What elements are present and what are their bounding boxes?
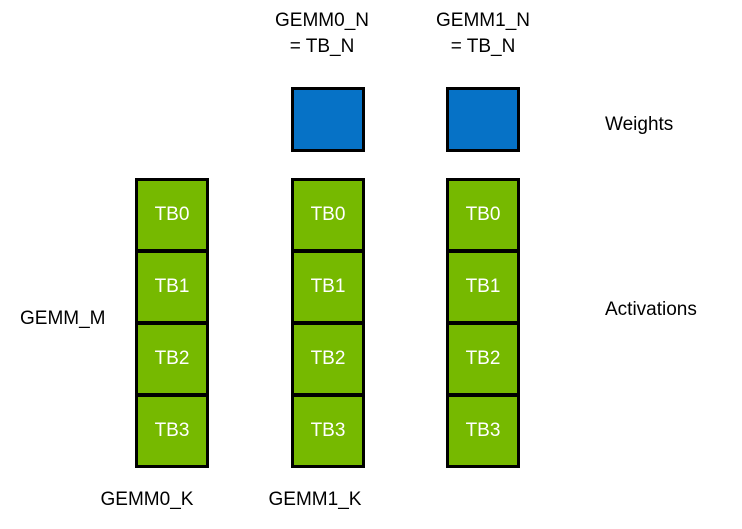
tb-cell: TB1: [135, 250, 209, 324]
tb-cell: TB0: [446, 178, 520, 252]
activations-column-gemm0: TB0 TB1 TB2 TB3: [291, 178, 365, 468]
gemm1-n-label-line2: = TB_N: [450, 36, 516, 57]
tb-cell: TB1: [291, 250, 365, 324]
gemm1-weights-box: [446, 87, 520, 152]
tb-cell: TB2: [135, 322, 209, 396]
weights-label: Weights: [605, 114, 674, 135]
tb-cell: TB3: [291, 394, 365, 468]
gemm1-k-label: GEMM1_K: [268, 489, 362, 510]
tb-cell: TB2: [446, 322, 520, 396]
tb-cell: TB2: [291, 322, 365, 396]
tb-cell: TB3: [446, 394, 520, 468]
gemm1-n-label-line1: GEMM1_N: [436, 10, 530, 31]
gemm0-n-label-line1: GEMM0_N: [275, 10, 369, 31]
gemm0-n-label: GEMM0_N = TB_N: [252, 8, 392, 60]
activations-label: Activations: [605, 299, 697, 320]
gemm0-k-label: GEMM0_K: [100, 489, 194, 510]
tb-cell: TB0: [291, 178, 365, 252]
tb-cell: TB1: [446, 250, 520, 324]
tb-cell: TB0: [135, 178, 209, 252]
gemm0-n-label-line2: = TB_N: [289, 36, 355, 57]
gemm1-n-label: GEMM1_N = TB_N: [413, 8, 553, 60]
activations-column-gemm-m: TB0 TB1 TB2 TB3: [135, 178, 209, 468]
gemm-m-label: GEMM_M: [20, 308, 106, 329]
tb-cell: TB3: [135, 394, 209, 468]
gemm0-weights-box: [291, 87, 365, 152]
activations-column-gemm1: TB0 TB1 TB2 TB3: [446, 178, 520, 468]
